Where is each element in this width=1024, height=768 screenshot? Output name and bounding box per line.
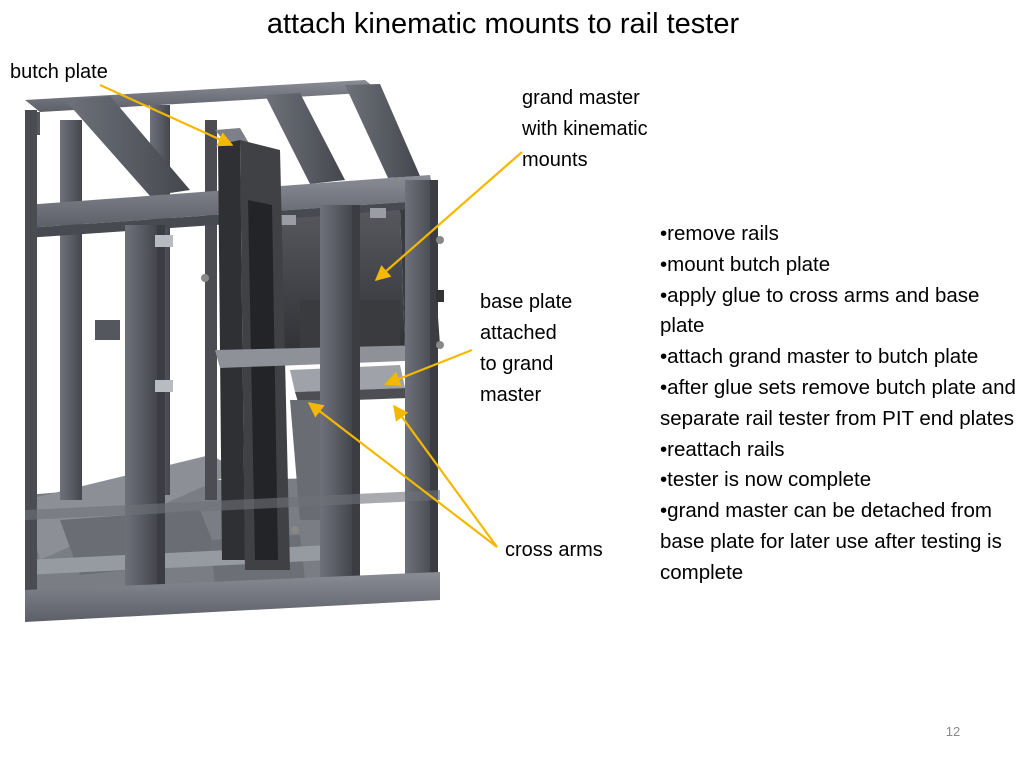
- grand-master-label-line: grand master: [522, 87, 640, 109]
- grand-master-label-line: mounts: [522, 149, 588, 171]
- base-plate-label: base plate attached to grand master: [480, 287, 572, 411]
- base-plate-label-line: master: [480, 384, 542, 406]
- grand-master-label: grand master with kinematic mounts: [522, 83, 648, 176]
- procedure-step: •mount butch plate: [660, 252, 831, 276]
- base-plate-label-line: base plate: [480, 291, 573, 313]
- procedure-step: •remove rails: [660, 222, 779, 245]
- annotation-arrows: [99, 83, 523, 548]
- grand-master-arrow: [374, 151, 523, 282]
- procedure-step: •attach grand master to butch plate: [660, 345, 979, 369]
- grand-master-label-line: with kinematic: [522, 118, 648, 140]
- butch-plate: [215, 128, 290, 570]
- cross-arm-arrow-left: [307, 402, 498, 548]
- butch-plate-arrow: [99, 83, 234, 147]
- procedure-step: •apply glue to cross arms and base plate: [660, 283, 980, 338]
- cross-arms-label: cross arms: [505, 539, 603, 561]
- procedure-steps-list: •remove rails •mount butch plate •apply …: [660, 219, 1020, 589]
- bottom-frame-rail: [25, 490, 440, 622]
- base-plate-label-line: attached: [480, 322, 557, 344]
- base-plate-arrow: [384, 348, 473, 387]
- procedure-step: •after glue sets remove butch plate and …: [660, 375, 1016, 430]
- slide-title: attach kinematic mounts to rail tester: [266, 8, 740, 40]
- butch-plate-label: butch plate: [10, 61, 108, 83]
- base-plate-label-line: to grand: [480, 353, 554, 375]
- procedure-step: •tester is now complete: [660, 468, 872, 492]
- slide-number: 12: [945, 724, 961, 739]
- procedure-step: •grand master can be detached from base …: [660, 499, 1002, 584]
- procedure-step: •reattach rails: [660, 437, 785, 461]
- front-posts: [25, 110, 444, 620]
- cross-arm-arrow-right: [393, 404, 498, 548]
